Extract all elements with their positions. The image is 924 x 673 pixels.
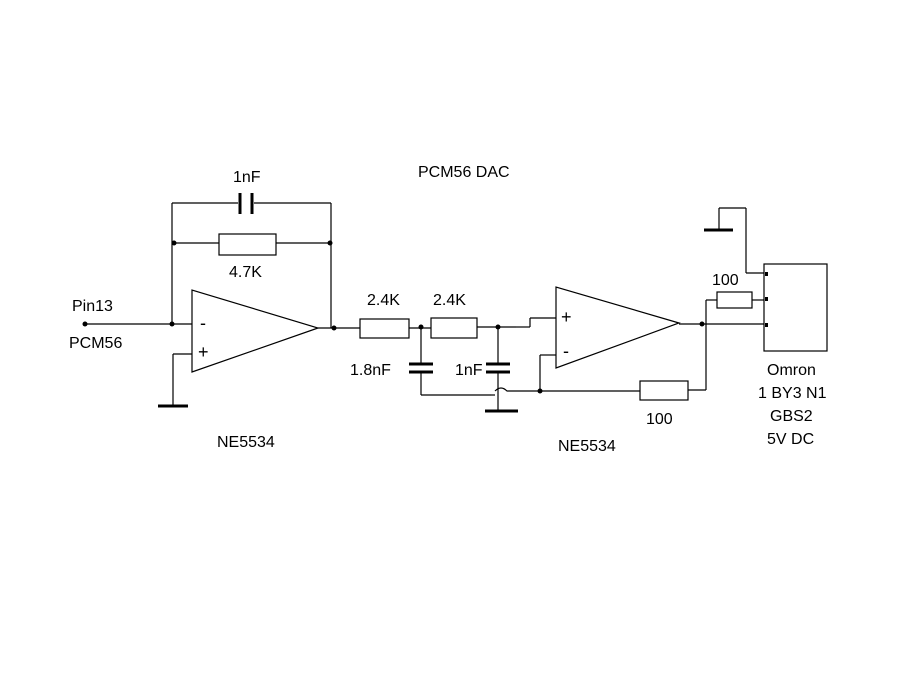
- filter-resistor-2-label: 2.4K: [433, 292, 466, 309]
- output-resistor: [716, 291, 753, 309]
- relay-label-line2: 1 BY3 N1: [758, 385, 827, 402]
- opamp2-symbol: [555, 286, 681, 369]
- opamp-stage1: - + NE5534 1nF 4.7K: [158, 169, 360, 451]
- relay-label-line1: Omron: [767, 362, 816, 379]
- opamp2-minus-sign: -: [563, 341, 569, 361]
- input-source-label: PCM56: [69, 335, 122, 352]
- filter-resistor-1: [359, 318, 410, 339]
- opamp2-feedback-resistor: [639, 380, 689, 401]
- output-resistor-label: 100: [712, 272, 739, 289]
- feedback-resistor-label: 4.7K: [229, 264, 262, 281]
- relay-label-line4: 5V DC: [767, 431, 814, 448]
- filter-resistor-2: [430, 317, 478, 339]
- diagram-title: PCM56 DAC: [418, 164, 510, 181]
- opamp1-plus-sign: +: [198, 342, 209, 362]
- feedback-capacitor-label: 1nF: [233, 169, 261, 186]
- opamp-stage2: + - NE5534 100 100: [516, 272, 764, 455]
- filter-resistor-1-label: 2.4K: [367, 292, 400, 309]
- relay-label-line3: GBS2: [770, 408, 813, 425]
- input-terminal: Pin13 PCM56: [69, 298, 192, 352]
- opamp2-feedback-resistor-label: 100: [646, 411, 673, 428]
- relay-body: [763, 263, 828, 352]
- opamp2-plus-sign: +: [561, 307, 572, 327]
- opamp2-part-label: NE5534: [558, 438, 616, 455]
- feedback-resistor: [218, 233, 277, 256]
- opamp1-minus-sign: -: [200, 313, 206, 333]
- input-pin-label: Pin13: [72, 298, 113, 315]
- relay: Omron 1 BY3 N1 GBS2 5V DC: [704, 207, 828, 448]
- filter-capacitor-1-label: 1.8nF: [350, 362, 391, 379]
- opamp1-part-label: NE5534: [217, 434, 275, 451]
- rc-filter: 2.4K 2.4K 1.8nF 1nF: [350, 292, 540, 413]
- opamp1-symbol: [191, 289, 320, 373]
- filter-capacitor-2-label: 1nF: [455, 362, 483, 379]
